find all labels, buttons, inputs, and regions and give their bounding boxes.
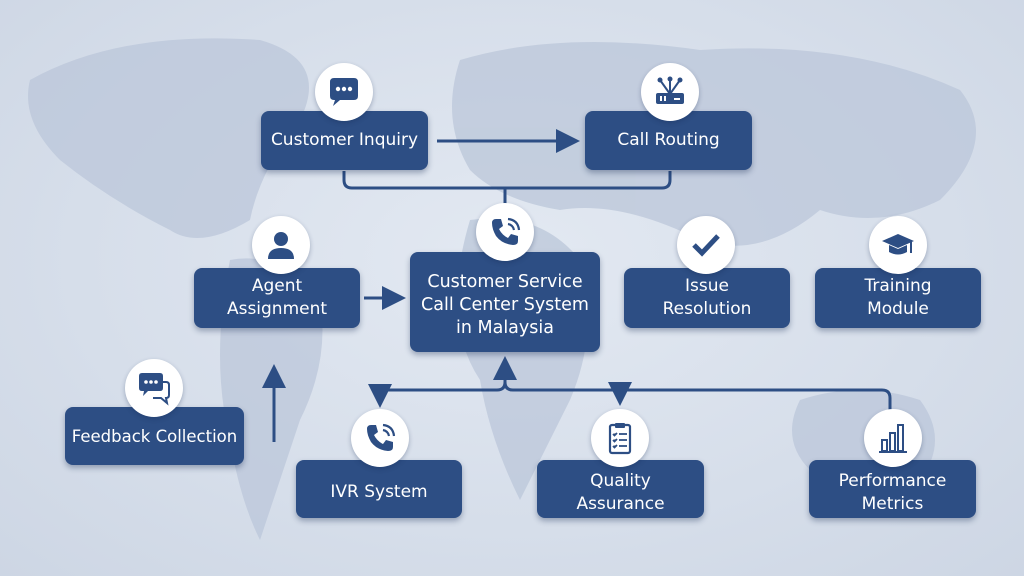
node-label-line-1: Issue <box>685 276 729 296</box>
node-label-line-2: Assignment <box>226 299 328 319</box>
node-label: Feedback Collection <box>71 426 238 446</box>
node-label-line-1: Quality <box>590 471 651 491</box>
center-label-line-1: Customer Service <box>427 271 583 292</box>
user-icon <box>252 216 310 274</box>
node-center-call-center-system[interactable]: Customer Service Call Center System in M… <box>410 252 600 352</box>
node-label-line-2: Metrics <box>861 494 924 514</box>
phone-icon <box>476 203 534 261</box>
chat-bubble-icon <box>315 63 373 121</box>
node-ivr-system[interactable]: IVR System <box>296 460 462 518</box>
chat-bubbles-icon <box>125 359 183 417</box>
node-label: IVR System <box>330 481 428 502</box>
center-label-line-3: in Malaysia <box>455 317 554 338</box>
clipboard-checklist-icon <box>591 409 649 467</box>
phone-icon <box>351 409 409 467</box>
node-label-line-2: Assurance <box>576 494 665 514</box>
node-label: Call Routing <box>617 130 720 150</box>
node-label-line-1: Agent <box>251 276 303 296</box>
node-label-line-2: Resolution <box>662 299 752 319</box>
node-label-line-1: Training <box>864 276 932 296</box>
node-label: Customer Inquiry <box>270 130 419 150</box>
center-label-line-2: Call Center System <box>421 294 589 315</box>
checkmark-icon <box>677 216 735 274</box>
graduation-cap-icon <box>869 216 927 274</box>
bar-chart-icon <box>864 409 922 467</box>
node-call-routing[interactable]: Call Routing <box>585 111 752 170</box>
node-label-line-1: Performance <box>838 471 947 491</box>
router-icon <box>641 63 699 121</box>
node-label-line-2: Module <box>867 299 929 319</box>
